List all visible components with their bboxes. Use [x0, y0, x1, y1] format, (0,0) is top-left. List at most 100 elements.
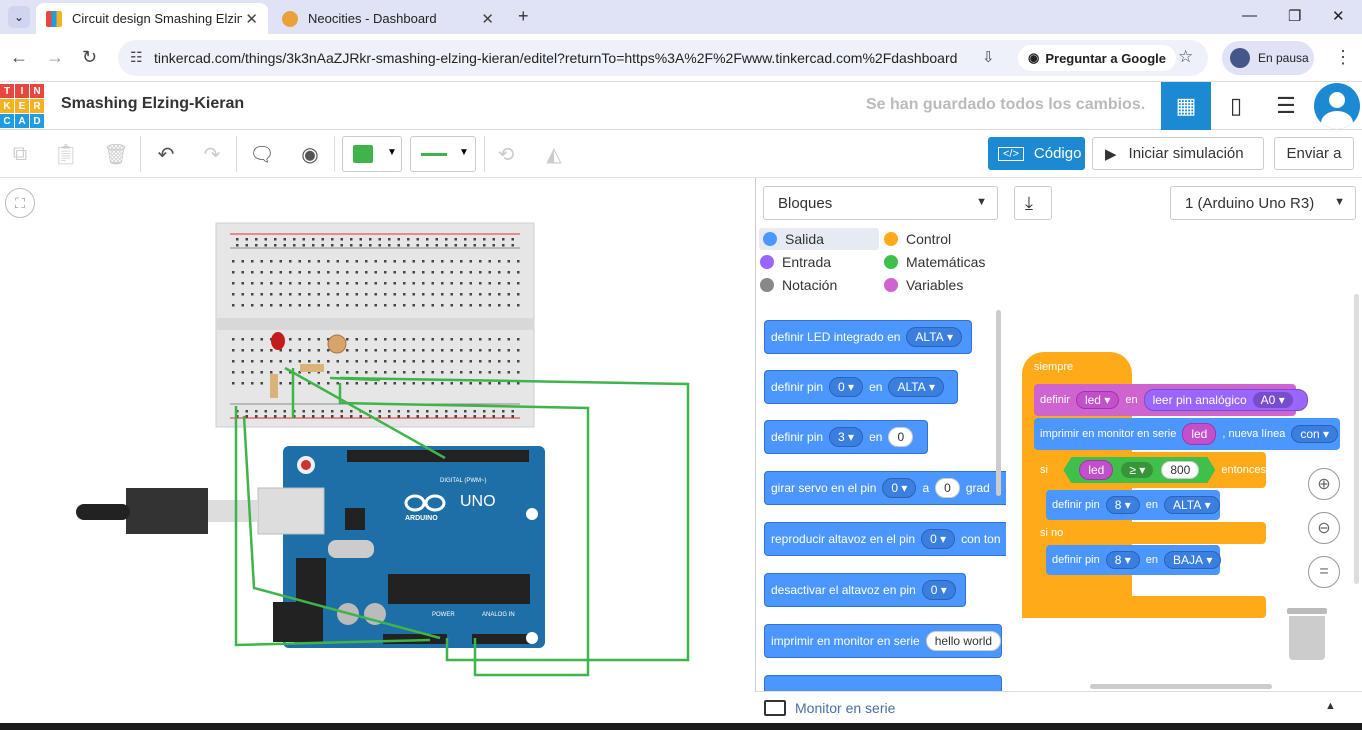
block-input[interactable]: 0: [935, 478, 960, 498]
palette-block-rotate-servo[interactable]: girar servo en el pin 0 ▾ a 0 grad: [764, 471, 1006, 505]
if-else-block[interactable]: si led ≥ ▾ 800 entonces: [1034, 452, 1266, 488]
block-dropdown[interactable]: 3 ▾: [829, 427, 864, 447]
url-text[interactable]: tinkercad.com/things/3k3nAaZJRkr-smashin…: [154, 50, 958, 66]
install-app-icon[interactable]: ⇩: [982, 49, 995, 66]
tab-circuit-design[interactable]: Circuit design Smashing Elzing- ✕: [36, 3, 268, 34]
block-dropdown[interactable]: ALTA ▾: [906, 327, 963, 347]
palette-block-set-builtin-led[interactable]: definir LED integrado en ALTA ▾: [764, 320, 972, 354]
close-window-icon[interactable]: ✕: [1332, 8, 1345, 25]
trash-icon[interactable]: [1287, 608, 1327, 660]
reload-icon[interactable]: ↻: [82, 47, 98, 67]
zoom-in-icon[interactable]: ⊕: [1308, 468, 1340, 500]
blocks-workspace[interactable]: siempre definir led ▾ en leer pin analóg…: [1006, 228, 1362, 693]
site-info-icon[interactable]: ☷: [130, 49, 143, 65]
palette-block-partial[interactable]: [764, 675, 1002, 691]
palette-scrollbar[interactable]: [996, 310, 1001, 496]
variable-reporter[interactable]: led: [1182, 423, 1217, 445]
set-pin-high-block[interactable]: definir pin 8 ▾ en ALTA ▾: [1046, 490, 1220, 520]
block-dropdown[interactable]: 0 ▾: [882, 478, 917, 498]
block-dropdown[interactable]: 0 ▾: [921, 580, 956, 600]
pin-dropdown[interactable]: A0 ▾: [1252, 392, 1293, 408]
paste-icon[interactable]: 📋︎: [53, 143, 79, 166]
rotate-icon[interactable]: ⟲: [497, 143, 515, 166]
fit-view-icon[interactable]: ⛶: [5, 188, 35, 218]
compare-value-input[interactable]: 800: [1161, 461, 1199, 479]
palette-block-serial-print[interactable]: imprimir en monitor en serie hello world: [764, 624, 1002, 658]
set-variable-block[interactable]: definir led ▾ en leer pin analógico A0 ▾: [1034, 384, 1308, 416]
browser-menu-icon[interactable]: ⋮: [1334, 47, 1352, 67]
wire-color-dropdown[interactable]: ▼: [342, 136, 402, 172]
zoom-reset-icon[interactable]: =: [1308, 556, 1340, 588]
workspace-hscrollbar[interactable]: [1090, 684, 1272, 689]
category-variables[interactable]: Variables: [884, 274, 963, 296]
close-tab-icon[interactable]: ✕: [245, 10, 258, 28]
block-dropdown[interactable]: 0 ▾: [921, 529, 956, 549]
palette-block-stop-speaker[interactable]: desactivar el altavoz en pin 0 ▾: [764, 573, 966, 607]
download-code-button[interactable]: ⤓: [1014, 186, 1052, 220]
ask-google-button[interactable]: ◉Preguntar a Google: [1018, 45, 1176, 71]
pin-dropdown[interactable]: 8 ▾: [1105, 551, 1140, 569]
delete-icon[interactable]: 🗑︎: [103, 143, 129, 166]
undo-icon[interactable]: ↶: [157, 143, 175, 166]
set-pin-low-block[interactable]: definir pin 8 ▾ en BAJA ▾: [1046, 545, 1222, 575]
omnibox[interactable]: ☷ tinkercad.com/things/3k3nAaZJRkr-smash…: [118, 40, 1208, 76]
category-salida[interactable]: Salida: [759, 228, 879, 250]
compare-block[interactable]: led ≥ ▾ 800: [1063, 457, 1215, 483]
block-palette[interactable]: definir LED integrado en ALTA ▾ definir …: [756, 306, 1006, 691]
schematic-view-icon[interactable]: ▯: [1229, 93, 1243, 118]
breadboard-hole: [279, 271, 282, 274]
device-select[interactable]: 1 (Arduino Uno R3) ▼: [1170, 186, 1356, 220]
block-input[interactable]: 0: [888, 427, 914, 447]
bookmark-star-icon[interactable]: ☆: [1178, 47, 1194, 66]
palette-block-play-speaker[interactable]: reproducir altavoz en el pin 0 ▾ con ton: [764, 522, 1006, 556]
block-dropdown[interactable]: 0 ▾: [829, 377, 864, 397]
copy-icon[interactable]: ⧉: [12, 142, 28, 165]
category-control[interactable]: Control: [884, 228, 951, 250]
tab-list-menu-icon[interactable]: ⌄: [8, 6, 30, 28]
restore-icon[interactable]: ❐: [1288, 8, 1302, 25]
tab-neocities[interactable]: Neocities - Dashboard ✕: [272, 3, 504, 34]
redo-icon[interactable]: ↷: [203, 143, 221, 166]
palette-block-set-pin-state[interactable]: definir pin 0 ▾ en ALTA ▾: [764, 370, 958, 404]
analog-read-block[interactable]: leer pin analógico A0 ▾: [1143, 389, 1308, 411]
notes-icon[interactable]: 🗨︎: [249, 143, 275, 166]
zoom-out-icon[interactable]: ⊖: [1308, 512, 1340, 544]
forward-icon[interactable]: →: [46, 47, 64, 67]
user-avatar[interactable]: [1314, 83, 1360, 129]
category-entrada[interactable]: Entrada: [760, 251, 831, 273]
circuit-canvas[interactable]: ⛶ UNO ARDUINO DIGITAL (PWM~) POWER ANALO…: [0, 178, 755, 723]
wire-style-dropdown[interactable]: ▼: [410, 136, 476, 172]
state-dropdown[interactable]: BAJA ▾: [1164, 551, 1222, 569]
serial-print-block[interactable]: imprimir en monitor en serie led , nueva…: [1034, 418, 1340, 450]
newline-dropdown[interactable]: con ▾: [1291, 425, 1339, 443]
operator-dropdown[interactable]: ≥ ▾: [1121, 462, 1153, 478]
variable-reporter[interactable]: led: [1079, 460, 1113, 480]
pin-dropdown[interactable]: 8 ▾: [1105, 496, 1140, 514]
serial-monitor-bar[interactable]: Monitor en serie ▲: [755, 691, 1362, 723]
back-icon[interactable]: ←: [10, 47, 28, 67]
code-button[interactable]: </>Código: [988, 137, 1085, 170]
category-matematicas[interactable]: Matemáticas: [884, 251, 985, 273]
notes-visibility-icon[interactable]: ◉: [301, 143, 319, 166]
tinkercad-logo[interactable]: T I N K E R C A D: [0, 84, 44, 128]
send-to-button[interactable]: Enviar a: [1274, 137, 1354, 170]
circuit-view-icon[interactable]: ▦: [1161, 82, 1211, 130]
profile-button[interactable]: En pausa: [1222, 41, 1314, 75]
component-list-icon[interactable]: ☰: [1276, 93, 1296, 118]
design-title[interactable]: Smashing Elzing-Kieran: [61, 95, 245, 112]
close-tab-icon[interactable]: ✕: [481, 10, 494, 28]
breadboard-hole: [431, 293, 434, 296]
minimize-icon[interactable]: —: [1242, 7, 1257, 24]
block-input[interactable]: hello world: [925, 631, 1001, 651]
chevron-up-icon[interactable]: ▲: [1325, 700, 1336, 712]
workspace-vscrollbar[interactable]: [1354, 294, 1359, 584]
block-dropdown[interactable]: ALTA ▾: [888, 377, 945, 397]
new-tab-icon[interactable]: +: [518, 6, 529, 26]
flip-icon[interactable]: ◭: [546, 143, 562, 166]
start-simulation-button[interactable]: ▶Iniciar simulación: [1092, 137, 1264, 170]
variable-dropdown[interactable]: led ▾: [1075, 391, 1120, 409]
state-dropdown[interactable]: ALTA ▾: [1164, 496, 1220, 514]
code-mode-select[interactable]: Bloques ▼: [763, 186, 998, 220]
palette-block-set-pin-value[interactable]: definir pin 3 ▾ en 0: [764, 420, 928, 454]
category-notacion[interactable]: Notación: [760, 274, 837, 296]
